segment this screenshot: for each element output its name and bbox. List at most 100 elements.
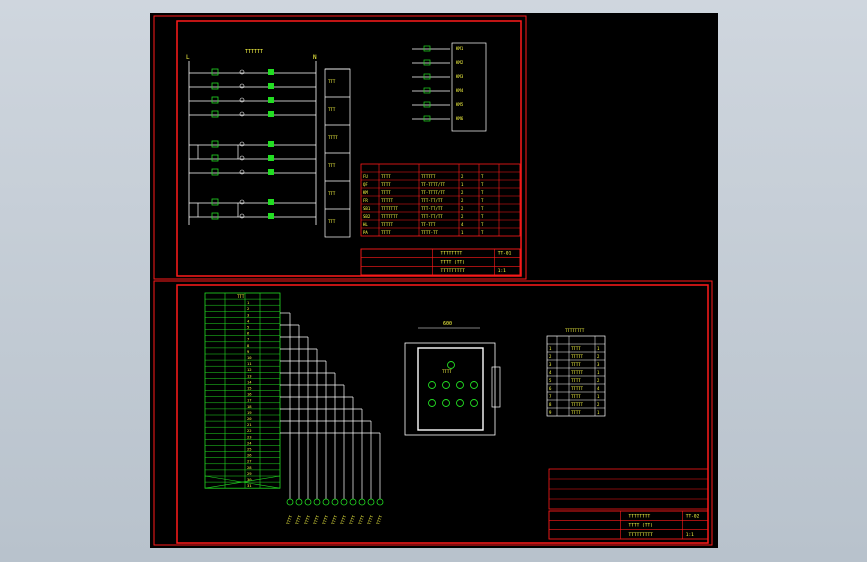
cable-label: TTTT: [330, 514, 338, 525]
component-name: TTTTT: [571, 386, 584, 391]
bom-cell: T: [481, 214, 484, 219]
panel-label: TTTT: [442, 369, 452, 374]
legend-frame: [451, 42, 487, 132]
bom-cell: T: [481, 206, 484, 211]
terminal-number: 20: [247, 416, 252, 421]
bom-cell: TTTTT: [381, 222, 394, 227]
terminal-number: 22: [247, 428, 252, 433]
terminal-number: 10: [247, 355, 252, 360]
title-project: TTTTTTTT: [441, 251, 463, 257]
bom-cell: 2: [461, 198, 464, 203]
cable-label: TTTT: [366, 514, 374, 525]
panel-hinge: [491, 366, 501, 408]
cable-terminal: [358, 498, 366, 506]
contact-symbol: [211, 168, 219, 176]
lower-inner-frame: [176, 284, 709, 544]
panel-button: [442, 399, 450, 407]
bom-cell: T: [481, 198, 484, 203]
component-no: 2: [549, 354, 552, 359]
terminal-number: 6: [247, 331, 250, 336]
terminal-header: TTT: [237, 294, 245, 299]
coil-symbol: [268, 169, 274, 175]
panel-button: [428, 399, 436, 407]
cable-terminal: [367, 498, 375, 506]
legend-contact: [423, 59, 431, 66]
title-scale: 1:1: [498, 268, 506, 274]
bom-cell: T: [481, 174, 484, 179]
upper-outer-frame: [153, 15, 527, 280]
upper-inner-frame: [176, 20, 522, 277]
bom-cell: TTTT: [381, 230, 391, 235]
cable-terminal: [331, 498, 339, 506]
title-sheet-no: TT-02: [686, 513, 700, 519]
bom-cell: T: [481, 190, 484, 195]
component-no: 6: [549, 386, 552, 391]
terminal-number: 26: [247, 453, 252, 458]
component-name: TTTT: [571, 410, 581, 415]
bom-cell: SB2: [363, 214, 371, 219]
terminal-number: 9: [247, 349, 250, 354]
terminal-number: 18: [247, 404, 252, 409]
terminal-number: 7: [247, 337, 249, 342]
legend-contact: [423, 87, 431, 94]
cable-label: TTTT: [303, 514, 311, 525]
panel-outer: [404, 342, 496, 436]
bom-cell: TTTTTT: [421, 174, 436, 179]
node-symbol: [239, 141, 245, 147]
component-qty: 1: [597, 346, 600, 351]
cable-terminal: [304, 498, 312, 506]
component-no: 5: [549, 378, 552, 383]
terminal-number: 24: [247, 440, 252, 445]
side-column-label: TTT: [328, 107, 336, 112]
bom-cell: 2: [461, 214, 464, 219]
legend-label: KM6: [456, 116, 464, 121]
terminal-number: 17: [247, 398, 252, 403]
side-column-label: TTT: [328, 219, 336, 224]
component-no: 1: [549, 346, 552, 351]
component-name: TTTT: [571, 394, 581, 399]
bom-cell: TTTTTTT: [381, 206, 398, 211]
title-company: TTTTTTTTT: [441, 268, 466, 274]
cable-label: TTTT: [375, 514, 383, 525]
component-no: 3: [549, 362, 552, 367]
component-no: 7: [549, 394, 552, 399]
bom-cell: TTTTTTT: [381, 214, 398, 219]
component-name: TTTT: [571, 378, 581, 383]
schematic-rungs: [189, 68, 316, 220]
side-column-label: TTTT: [328, 135, 338, 140]
component-qty: 2: [597, 354, 600, 359]
cable-label: TTTT: [339, 514, 347, 525]
component-name: TTTTT: [571, 354, 584, 359]
terminal-number: 8: [247, 343, 250, 348]
node-symbol: [239, 69, 245, 75]
bom-cell: TTTT: [381, 182, 391, 187]
cable-label: TTTT: [348, 514, 356, 525]
panel-lamp: [428, 381, 436, 389]
bom-cell: 1: [461, 182, 464, 187]
side-column-label: TTT: [328, 163, 336, 168]
title-frame: [548, 510, 709, 540]
title-frame: [360, 248, 521, 276]
coil-symbol: [268, 155, 274, 161]
terminal-number: 15: [247, 386, 252, 391]
cable-label: TTTT: [285, 514, 293, 525]
contact-symbol: [211, 154, 219, 162]
panel-button: [456, 399, 464, 407]
lower-outer-frame: [153, 280, 713, 546]
panel-front-view: 600 TTTT: [404, 321, 501, 436]
bom-cell: TTT-TT/TT: [421, 206, 443, 211]
terminal-number: 11: [247, 361, 252, 366]
terminal-number: 13: [247, 373, 252, 378]
bom-cell: 4: [461, 222, 464, 227]
component-no: 9: [549, 410, 552, 415]
component-qty: 1: [597, 410, 600, 415]
cable-terminal: [295, 498, 303, 506]
terminal-cross: [204, 475, 281, 489]
